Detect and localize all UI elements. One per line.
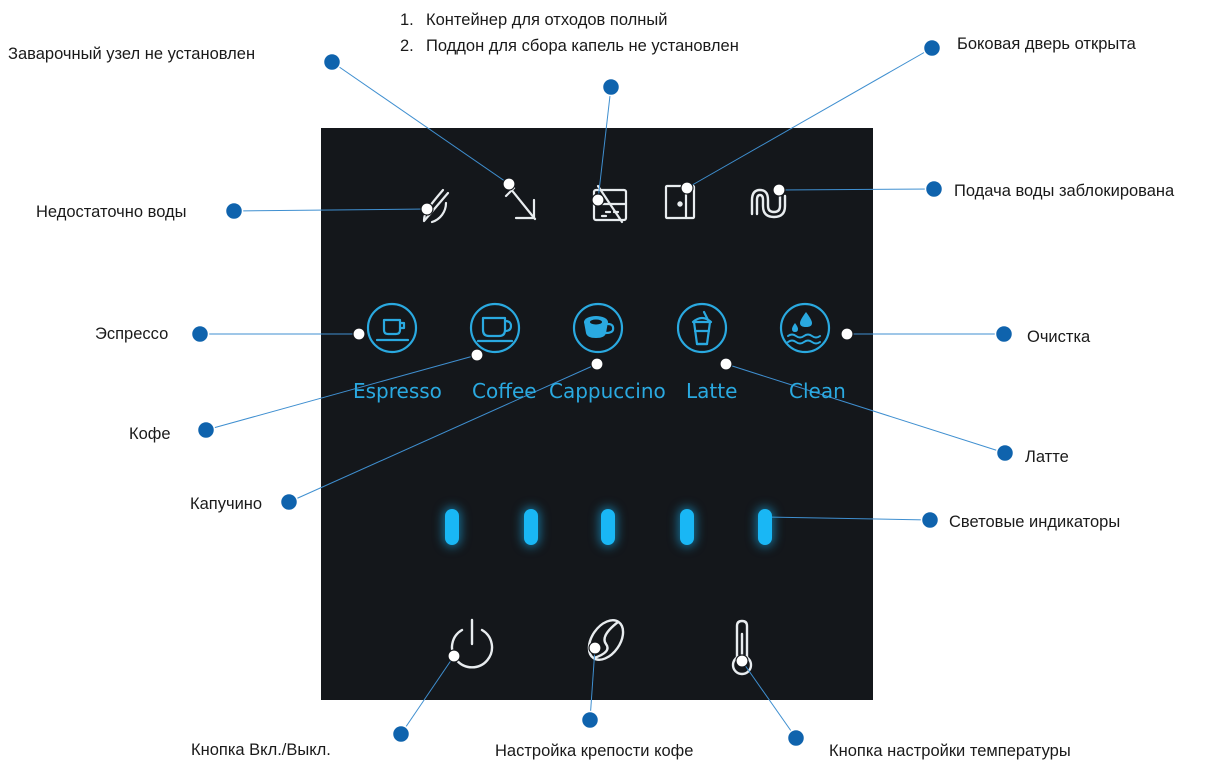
callout-latte: Латте <box>1025 448 1069 466</box>
indicator-light-4 <box>680 509 694 545</box>
clean-label: Clean <box>789 379 846 403</box>
water-drop-waves-icon <box>787 312 821 345</box>
water-pipe-icon <box>750 188 787 219</box>
list-text: Контейнер для отходов полный <box>426 11 668 29</box>
coffee-button[interactable] <box>469 302 521 354</box>
drip-tray-icon <box>592 184 628 224</box>
list-text: Поддон для сбора капель не установлен <box>426 37 739 55</box>
list-number: 2. <box>400 37 414 55</box>
callout-brew-unit: Заварочный узел не установлен <box>8 45 256 63</box>
espresso-label: Espresso <box>353 379 442 403</box>
callout-espresso: Эспрессо <box>95 325 169 343</box>
callout-power: Кнопка Вкл./Выкл. <box>191 741 331 759</box>
callout-list-item-2: 2. Поддон для сбора капель не установлен <box>400 36 739 56</box>
coffee-label: Coffee <box>472 379 537 403</box>
espresso-button[interactable] <box>366 302 418 354</box>
coffee-cup-icon <box>476 316 514 343</box>
control-panel <box>321 128 873 700</box>
callout-water-blocked: Подача воды заблокирована <box>954 182 1175 200</box>
latte-button[interactable] <box>676 302 728 354</box>
indicator-light-5 <box>758 509 772 545</box>
callout-dots <box>190 38 1015 748</box>
indicator-light-3 <box>601 509 615 545</box>
latte-label: Latte <box>686 379 738 403</box>
callout-cappuccino: Капучино <box>190 495 263 513</box>
coffee-bean-icon <box>587 619 625 661</box>
callout-indicators: Световые индикаторы <box>949 513 1121 531</box>
callout-temperature: Кнопка настройки температуры <box>829 742 1071 760</box>
indicator-light-2 <box>524 509 538 545</box>
latte-glass-icon <box>691 310 713 346</box>
callout-list-item-1: 1. Контейнер для отходов полный <box>400 10 667 30</box>
espresso-cup-icon <box>375 318 410 342</box>
list-number: 1. <box>400 11 414 29</box>
callout-coffee: Кофе <box>129 425 171 443</box>
power-button[interactable] <box>450 618 494 669</box>
callout-clean: Очистка <box>1027 328 1091 346</box>
cappuccino-label: Cappuccino <box>549 379 666 403</box>
power-icon <box>450 618 494 669</box>
callout-low-water: Недостаточно воды <box>36 203 187 221</box>
callout-lines <box>200 47 1006 739</box>
callout-strength: Настройка крепости кофе <box>495 742 694 760</box>
indicator-light-1 <box>445 509 459 545</box>
clean-button[interactable] <box>779 302 831 354</box>
cappuccino-button[interactable] <box>572 302 624 354</box>
cappuccino-cup-icon <box>584 316 615 338</box>
strength-button[interactable] <box>582 614 630 666</box>
callout-side-door: Боковая дверь открыта <box>957 35 1136 53</box>
